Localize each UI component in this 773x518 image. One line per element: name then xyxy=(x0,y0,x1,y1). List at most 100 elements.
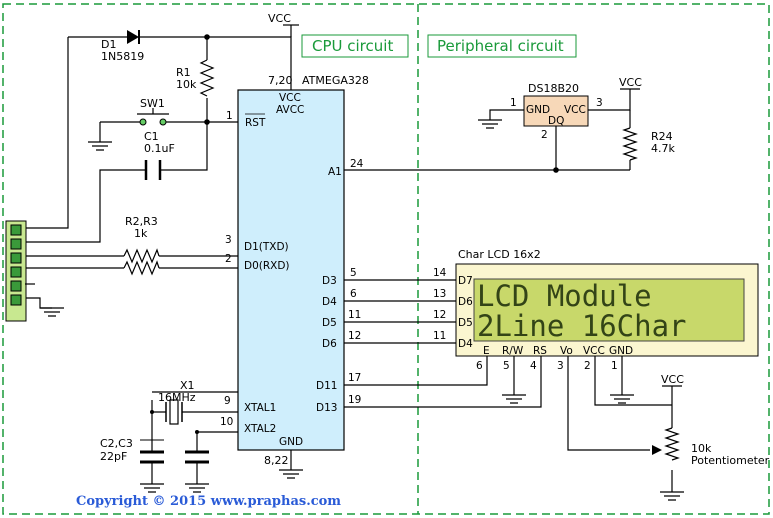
lcd-pin-d7: D7 xyxy=(458,275,473,287)
mcu-top-pins: 7,20 xyxy=(268,74,293,87)
pin-name-avcc: AVCC xyxy=(276,104,304,116)
mcu-pin-labels: VCC AVCC RST 1 A1 24 D1(TXD) 3 D0(RXD) 2… xyxy=(220,92,364,448)
lcd-pin-vcc: VCC xyxy=(583,345,605,357)
ground-symbol xyxy=(478,119,502,129)
mcu-bottom-pins: 8,22 xyxy=(264,454,289,467)
r2r3-value: 1k xyxy=(134,227,148,240)
mcu-vcc-label: VCC xyxy=(268,12,291,25)
d1-ref: D1 xyxy=(101,38,116,51)
ds18b20-vcc-rail: VCC xyxy=(619,76,642,89)
pin-num-d5: 11 xyxy=(348,309,361,321)
lcd-pin-d4: D4 xyxy=(458,338,473,350)
pin-name-d1txd: D1(TXD) xyxy=(244,241,289,253)
pin-name-d0rxd: D0(RXD) xyxy=(244,260,290,272)
capacitor-c2 xyxy=(140,439,164,470)
pin-num-xtal1: 9 xyxy=(224,395,231,407)
pin-name-a1: A1 xyxy=(328,166,342,178)
pin-num-xtal2: 10 xyxy=(220,416,233,428)
ds18b20-sensor xyxy=(523,95,589,127)
lcd-screen xyxy=(473,278,745,342)
junction-dot xyxy=(204,119,210,125)
peripheral-section-label: Peripheral circuit xyxy=(437,37,564,55)
lcd-pin-d6: D6 xyxy=(458,296,473,308)
resistor-r3 xyxy=(123,260,160,276)
pin-num-d3: 5 xyxy=(350,267,357,279)
lcd-pin-rw: R/W xyxy=(502,345,524,357)
lcd-pin-d5: D5 xyxy=(458,317,473,329)
x1-value: 16MHz xyxy=(158,391,196,404)
resistor-r24 xyxy=(622,127,638,161)
pin-num-d11: 17 xyxy=(348,372,361,384)
lcd-pin-gnd: GND xyxy=(609,345,633,357)
pin-name-d5: D5 xyxy=(322,317,337,329)
diode-d1 xyxy=(127,30,140,44)
lcd-pin-num-12: 12 xyxy=(433,309,446,321)
switch-sw1 xyxy=(137,108,169,126)
c2c3-value: 22pF xyxy=(100,450,127,463)
pin-num-d0rxd: 2 xyxy=(225,253,232,265)
ground-symbol xyxy=(88,141,112,151)
r24-value: 4.7k xyxy=(651,142,675,155)
junction-dot xyxy=(195,430,199,434)
ground-symbol xyxy=(610,394,634,404)
d1-part: 1N5819 xyxy=(101,50,144,63)
lcd-pin-num-4: 4 xyxy=(530,360,537,372)
pin-num-d13: 19 xyxy=(348,394,361,406)
pin-name-vcc: VCC xyxy=(279,92,301,104)
ground-symbol xyxy=(185,483,209,493)
mcu-atmega328 xyxy=(237,89,345,451)
pin-num-d1txd: 3 xyxy=(225,234,232,246)
lcd-line2: 2Line 16Char xyxy=(477,309,687,343)
lcd-pin-rs: RS xyxy=(533,345,547,357)
ds18b20-pin1: 1 xyxy=(510,97,517,109)
capacitor-c3 xyxy=(185,440,209,470)
lcd-title: Char LCD 16x2 xyxy=(458,248,541,261)
ground-symbol xyxy=(40,307,64,317)
outer-dashed-border xyxy=(2,3,770,515)
resistor-r1 xyxy=(199,59,215,97)
ds18b20-pin2: 2 xyxy=(541,129,548,141)
cpu-section-label: CPU circuit xyxy=(312,37,393,55)
pin-name-rst: RST xyxy=(245,117,266,129)
lcd-pin-num-3: 3 xyxy=(557,360,564,372)
peripheral-wiring xyxy=(344,88,673,492)
pin-num-d6: 12 xyxy=(348,330,361,342)
pin-name-d6: D6 xyxy=(322,338,337,350)
r1-value: 10k xyxy=(176,78,197,91)
lcd-pin-num-5: 5 xyxy=(503,360,510,372)
lcd-pin-e: E xyxy=(483,345,490,357)
cpu-section-label-box xyxy=(301,34,409,58)
lcd-pin-labels: D7 14 D6 13 D5 12 D4 11 E 6 R/W 5 RS 4 V… xyxy=(433,267,633,372)
serial-header-connector xyxy=(5,220,27,322)
peripheral-section-label-box xyxy=(427,34,577,58)
ground-symbol xyxy=(279,469,303,479)
pot-vcc-label: VCC xyxy=(661,373,684,386)
ds18b20-vcc: VCC xyxy=(564,104,586,116)
sw1-ref: SW1 xyxy=(140,97,165,110)
r2r3-ref: R2,R3 xyxy=(125,215,158,228)
copyright-text: Copyright © 2015 www.praphas.com xyxy=(76,494,341,509)
ground-symbol xyxy=(140,483,164,493)
pin-num-d4: 6 xyxy=(350,288,357,300)
pin-name-xtal1: XTAL1 xyxy=(244,402,276,414)
lcd-pin-num-11: 11 xyxy=(433,330,446,342)
ds18b20-gnd: GND xyxy=(526,104,550,116)
pot-value: 10k xyxy=(691,442,712,455)
pin-name-xtal2: XTAL2 xyxy=(244,423,276,435)
r1-ref: R1 xyxy=(176,66,191,79)
pin-num-a1: 24 xyxy=(350,158,364,170)
ground-symbol xyxy=(660,491,684,501)
junction-dot xyxy=(150,410,154,414)
c2c3-ref: C2,C3 xyxy=(100,437,133,450)
pin-name-gnd: GND xyxy=(279,436,303,448)
lcd-pin-num-6: 6 xyxy=(476,360,483,372)
pin-name-d3: D3 xyxy=(322,275,337,287)
resistor-r2 xyxy=(123,248,160,264)
pot-wiper-arrow xyxy=(652,445,662,455)
ds18b20-pin3: 3 xyxy=(596,97,603,109)
ground-symbol xyxy=(502,394,526,404)
pin-num-rst: 1 xyxy=(226,110,233,122)
lcd-pin-num-2: 2 xyxy=(584,360,591,372)
ds18b20-name: DS18B20 xyxy=(528,82,579,95)
